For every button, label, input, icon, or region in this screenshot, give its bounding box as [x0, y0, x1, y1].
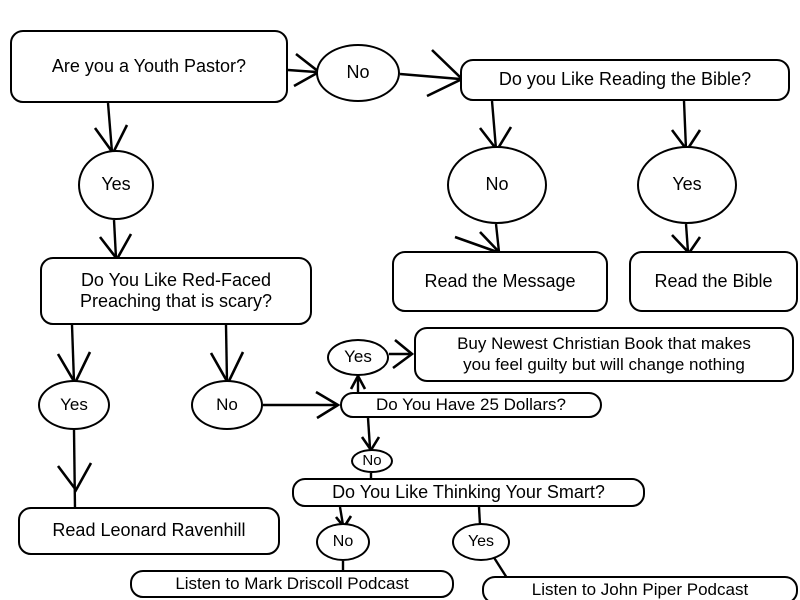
flow-node-mark_driscoll[interactable]: Listen to Mark Driscoll Podcast	[130, 570, 454, 598]
flow-node-john_piper[interactable]: Listen to John Piper Podcast	[482, 576, 798, 600]
flow-node-read_ravenhill[interactable]: Read Leonard Ravenhill	[18, 507, 280, 555]
flow-node-no_money[interactable]: No	[351, 449, 393, 473]
flow-node-youth_pastor[interactable]: Are you a Youth Pastor?	[10, 30, 288, 103]
edge-yes-to-read-bible	[684, 223, 690, 253]
flow-node-yes_left[interactable]: Yes	[78, 150, 154, 220]
arrowhead-yes-to-red-faced	[98, 233, 133, 262]
arrowhead-yes-to-ravenhill	[56, 462, 93, 493]
arrowhead-red-faced-to-yes	[56, 351, 92, 386]
flow-node-yes_scary[interactable]: Yes	[38, 380, 110, 430]
arrowhead-have-25-to-yes	[349, 373, 367, 390]
flow-node-buy_book[interactable]: Buy Newest Christian Book that makes you…	[414, 327, 794, 382]
flow-node-yes_smart[interactable]: Yes	[452, 523, 510, 561]
edge-yes-to-john-piper	[491, 555, 509, 579]
flow-node-no_top[interactable]: No	[316, 44, 400, 102]
flow-node-no_scary[interactable]: No	[191, 380, 263, 430]
edge-like-bible-to-no	[490, 100, 498, 150]
arrowhead-no-to-have-25	[315, 390, 341, 420]
edge-no-to-read-message	[494, 223, 501, 253]
edge-yes-to-ravenhill	[72, 429, 77, 510]
arrowhead-no-to-read-message	[454, 231, 501, 255]
flow-node-yes_bible[interactable]: Yes	[637, 146, 737, 224]
flow-node-red_faced[interactable]: Do You Like Red-Faced Preaching that is …	[40, 257, 312, 325]
edge-youth-pastor-to-yes	[106, 102, 114, 153]
arrowhead-no-to-like-bible	[426, 49, 465, 98]
arrowhead-red-faced-to-no	[209, 351, 245, 386]
flow-node-no_smart[interactable]: No	[316, 523, 370, 561]
flow-node-have_25[interactable]: Do You Have 25 Dollars?	[340, 392, 602, 418]
edge-youth-pastor-to-no	[287, 68, 317, 74]
flow-node-like_bible[interactable]: Do you Like Reading the Bible?	[460, 59, 790, 101]
flow-node-read_bible[interactable]: Read the Bible	[629, 251, 798, 312]
flow-node-no_bible[interactable]: No	[447, 146, 547, 224]
flow-node-thinking_smart[interactable]: Do You Like Thinking Your Smart?	[292, 478, 645, 507]
edge-red-faced-to-yes	[70, 324, 76, 383]
flow-node-yes_money[interactable]: Yes	[327, 339, 389, 376]
arrowhead-youth-pastor-to-yes	[93, 124, 129, 156]
edge-red-faced-to-no	[224, 324, 229, 383]
edge-like-bible-to-yes	[682, 100, 688, 150]
edge-have-25-to-no	[366, 417, 372, 449]
arrowhead-yes-to-buy-book	[392, 338, 415, 370]
edge-yes-to-red-faced	[112, 219, 118, 259]
edge-no-to-like-bible	[399, 72, 461, 81]
flow-node-read_message[interactable]: Read the Message	[392, 251, 608, 312]
